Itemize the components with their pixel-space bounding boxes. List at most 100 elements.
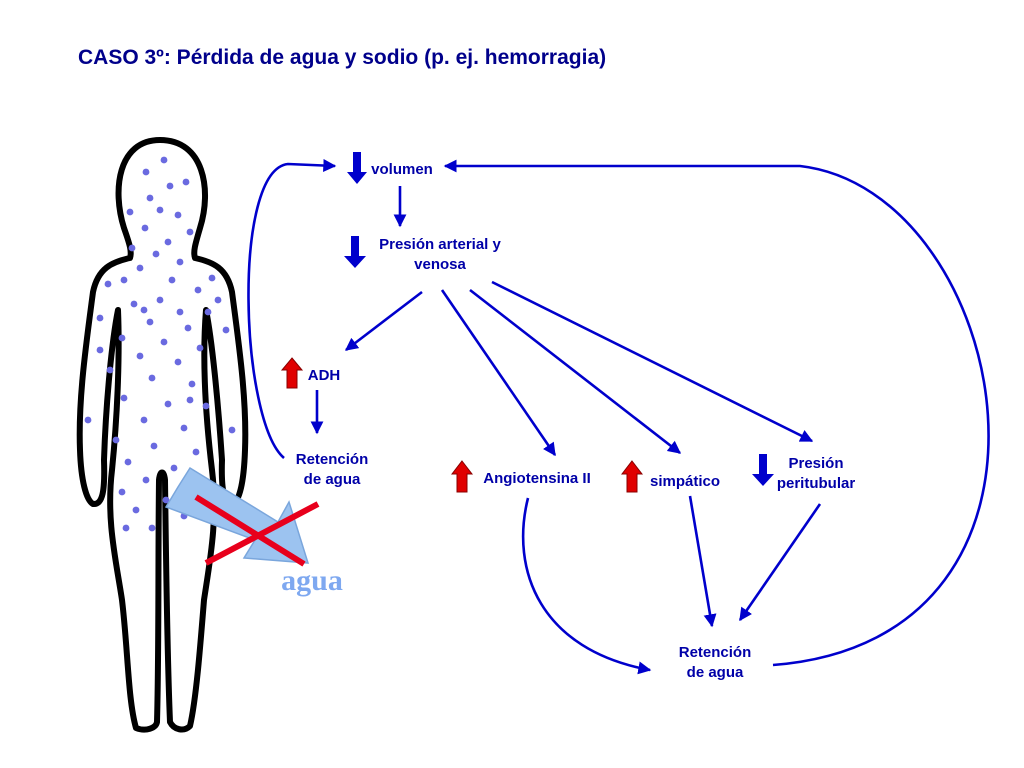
blood-dot	[188, 380, 196, 388]
blood-dot	[222, 326, 230, 334]
blood-dot	[136, 264, 144, 272]
blood-dot	[166, 182, 174, 190]
red-up-arrow-icon	[450, 460, 474, 493]
node-presion-arterial: Presión arterial y venosa	[379, 236, 501, 273]
blood-dot	[104, 280, 112, 288]
red-up-arrow-icon	[280, 357, 304, 389]
blood-dot	[118, 334, 126, 342]
blood-dot	[96, 314, 104, 322]
blood-dot	[156, 206, 164, 214]
node-label-line: ADH	[308, 367, 341, 384]
blood-dot	[132, 506, 140, 514]
blood-dot	[174, 211, 182, 219]
blood-dot	[148, 524, 156, 532]
blood-dot	[141, 224, 149, 232]
diagram-nodes: volumen Presión arterial y venosa ADH Ret…	[296, 161, 856, 681]
edge-angiotensina-to-retencion	[521, 497, 652, 675]
blood-dots	[84, 156, 236, 532]
edge-presion-to-adh	[344, 290, 423, 352]
blood-dot	[112, 436, 120, 444]
node-presion-peritubular: Presión peritubular	[777, 455, 856, 492]
blood-dot	[96, 346, 104, 354]
human-figure	[76, 137, 249, 733]
blood-dot	[128, 244, 136, 252]
node-angiotensina: Angiotensina II	[483, 470, 591, 487]
node-simpatico: simpático	[650, 473, 720, 490]
edge-presion-to-peritubular	[491, 280, 814, 443]
page-title: CASO 3º: Pérdida de agua y sodio (p. ej.…	[78, 46, 606, 69]
blood-dot	[122, 524, 130, 532]
water-loss-arrow-icon	[164, 466, 310, 564]
blood-dot	[164, 238, 172, 246]
node-volumen: volumen	[371, 161, 433, 178]
blood-dot	[120, 394, 128, 402]
blood-dot	[162, 496, 170, 504]
blood-dot	[176, 308, 184, 316]
edge-presion-to-angiotensina	[440, 289, 557, 457]
blood-dot	[208, 274, 216, 282]
blue-down-arrow-icon	[752, 454, 774, 486]
blood-dot	[156, 296, 164, 304]
edge-peritubular-to-retencion	[738, 503, 822, 622]
blood-dot	[136, 352, 144, 360]
blood-dot	[142, 476, 150, 484]
blood-dot	[106, 366, 114, 374]
blood-dot	[160, 156, 168, 164]
water-loss: agua	[164, 466, 343, 597]
indicator-arrows	[280, 152, 774, 493]
edge-retencion-feedback-to-volumen	[247, 159, 337, 459]
blood-dot	[126, 208, 134, 216]
blood-dot	[180, 424, 188, 432]
blood-dot	[142, 168, 150, 176]
red-up-arrow-icon	[620, 460, 644, 493]
blue-down-arrow-icon	[344, 236, 366, 268]
blood-dot	[168, 276, 176, 284]
node-label-line: simpático	[650, 473, 720, 490]
blood-dot	[196, 344, 204, 352]
blood-dot	[84, 416, 92, 424]
cross-icon	[204, 501, 320, 566]
blood-dot	[146, 194, 154, 202]
node-label-line: venosa	[414, 256, 466, 273]
blood-dot	[214, 296, 222, 304]
blood-dot	[124, 458, 132, 466]
diagram-edges	[247, 159, 990, 675]
node-label-line: peritubular	[777, 475, 856, 492]
cross-icon	[194, 494, 306, 567]
blood-dot	[186, 396, 194, 404]
edge-simpatico-to-retencion	[688, 495, 717, 628]
blood-dot	[148, 374, 156, 382]
node-label-line: Angiotensina II	[483, 470, 591, 487]
edge-retencion-feedback-to-volumen-2	[443, 159, 990, 667]
blood-dot	[152, 250, 160, 258]
blood-dot	[140, 306, 148, 314]
node-label-line: de agua	[687, 664, 744, 681]
blood-dot	[192, 448, 200, 456]
blood-dot	[130, 300, 138, 308]
blood-dot	[204, 308, 212, 316]
blood-dot	[120, 276, 128, 284]
blood-dot	[202, 402, 210, 410]
blood-dot	[140, 416, 148, 424]
blood-dot	[174, 358, 182, 366]
node-label-line: Presión arterial y	[379, 236, 501, 253]
blood-dot	[146, 318, 154, 326]
node-label-line: de agua	[304, 471, 361, 488]
blood-dot	[228, 426, 236, 434]
node-adh: ADH	[308, 367, 341, 384]
blood-dot	[164, 400, 172, 408]
blood-dot	[186, 228, 194, 236]
node-label-line: Presión	[788, 455, 843, 472]
blood-dot	[182, 178, 190, 186]
water-loss-label: agua	[281, 564, 343, 597]
blood-dot	[176, 258, 184, 266]
node-label-line: volumen	[371, 161, 433, 178]
edge-presion-to-simpatico	[469, 288, 682, 455]
blue-down-arrow-icon	[347, 152, 367, 184]
blood-dot	[118, 488, 126, 496]
blood-dot	[160, 338, 168, 346]
blood-dot	[150, 442, 158, 450]
